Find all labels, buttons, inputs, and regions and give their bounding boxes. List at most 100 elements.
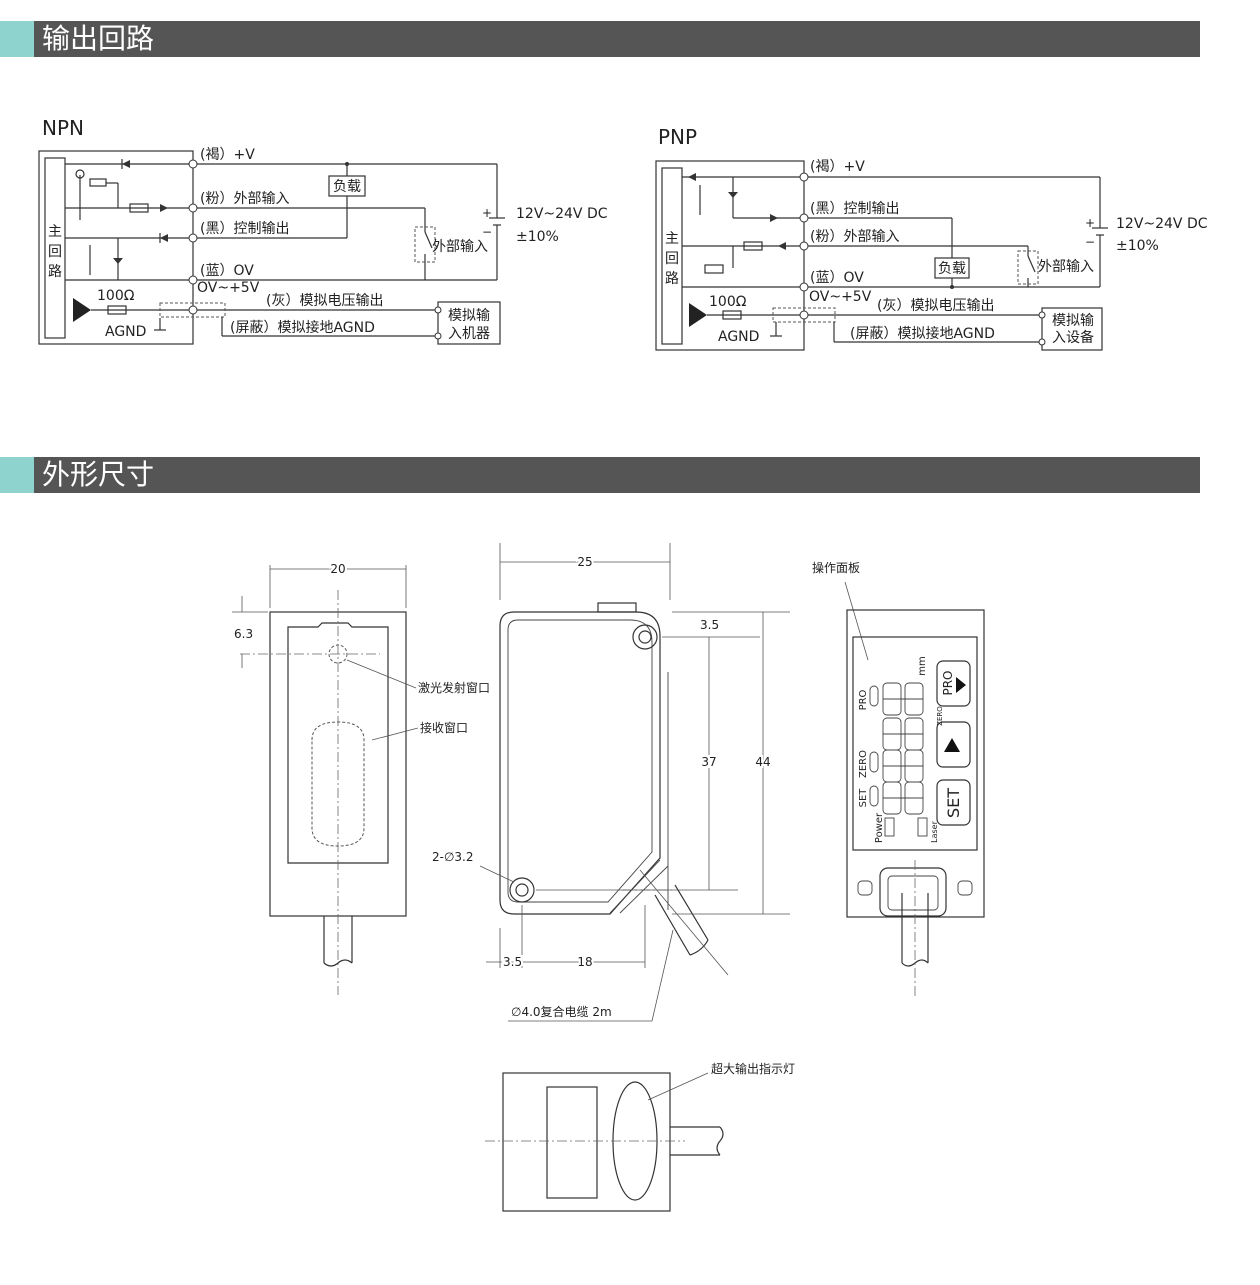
side-hole-left-dim: 3.5: [503, 955, 522, 969]
zero-button[interactable]: [936, 721, 971, 768]
pnp-title: PNP: [658, 125, 697, 149]
pnp-wire-shield: (屏蔽）模拟接地AGND: [850, 325, 995, 342]
npn-agnd: AGND: [105, 324, 146, 340]
front-view: 20 6.3 激光发射窗口 接收窗口: [232, 560, 490, 995]
npn-diode-icon: [122, 160, 130, 168]
pnp-analog-device-1: 模拟输: [1052, 313, 1094, 329]
side-hole-spacing-dim: 37: [701, 755, 716, 769]
pnp-agnd: AGND: [718, 329, 759, 345]
npn-main-label-1: 主: [48, 224, 62, 240]
pro-button-label: PRO: [941, 670, 955, 695]
pnp-main-block: [661, 167, 683, 345]
pnp-sensor-box: [655, 160, 805, 351]
bottom-view: 超大输出指示灯: [485, 1061, 795, 1212]
led-pro-label: PRO: [858, 689, 869, 710]
pnp-analog-range: OV~+5V: [809, 289, 872, 305]
play-icon: [956, 677, 966, 693]
pnp-main-label-2: 回: [665, 251, 679, 267]
side-height-dim: 44: [755, 755, 770, 769]
pnp-wire-analog: (灰）模拟电压输出: [877, 298, 994, 314]
npn-wire-analog: (灰）模拟电压输出: [266, 293, 383, 309]
receive-window-icon: [311, 721, 365, 847]
section-banner-dimensions: 外形尺寸: [0, 457, 1200, 493]
pnp-amplifier-icon: [689, 303, 707, 327]
npn-wire-vplus: (褐）+V: [200, 147, 255, 163]
npn-analog-device: [437, 301, 501, 345]
npn-circuit: NPN 主 回 路 (褐）+V (粉）外部输入 (黑）控制输出: [38, 116, 608, 345]
npn-plus: +: [482, 206, 492, 220]
pnp-wire-vplus: (褐）+V: [810, 159, 865, 175]
bottom-window: [546, 1086, 598, 1199]
mount-hole-icon: [632, 624, 658, 650]
npn-wire-ext-input: (粉）外部输入: [200, 191, 289, 207]
pnp-circuit: PNP 主 回 路 (褐）+V (黑）控制输出 负载 (粉）外部输入: [655, 125, 1208, 351]
npn-main-block: [44, 157, 66, 339]
panel-digits: [882, 682, 924, 815]
set-button-label: SET: [944, 788, 963, 818]
npn-title: NPN: [42, 116, 84, 140]
pnp-wire-ext-input: (粉）外部输入: [810, 229, 899, 245]
laser-window-label: 激光发射窗口: [418, 680, 490, 695]
led-power-label: Power: [874, 812, 885, 843]
npn-load-label: 负载: [333, 179, 361, 195]
side-hole-spacing-h-dim: 18: [577, 955, 592, 969]
npn-analog-device-2: 入机器: [448, 326, 490, 342]
side-holes-label: 2-∅3.2: [432, 850, 474, 864]
indicator-label: 超大输出指示灯: [711, 1061, 795, 1076]
led-laser-label: Laser: [930, 820, 939, 842]
side-view: 25 3.5 37 44 2-∅3.2 3.5 18 ∅4.0复合电缆 2m: [432, 543, 790, 1022]
panel-label: 操作面板: [812, 560, 860, 575]
pnp-analog-device: [1041, 307, 1103, 351]
npn-amplifier-icon: [73, 298, 91, 322]
zero-button-label: ZERO: [936, 706, 944, 726]
banner-accent: [0, 457, 34, 493]
bottom-body: [502, 1072, 671, 1212]
npn-analog-device-1: 模拟输: [448, 308, 490, 324]
pnp-plus: +: [1085, 216, 1095, 230]
npn-wire-shield: (屏蔽）模拟接地AGND: [230, 319, 375, 336]
npn-tolerance: ±10%: [516, 229, 559, 245]
npn-main-label-2: 回: [48, 244, 62, 260]
pnp-wire-ov: (蓝）OV: [810, 270, 864, 286]
led-set-label: SET: [858, 788, 869, 808]
npn-sensor-box: [38, 150, 194, 345]
mount-hole-icon: [509, 877, 535, 903]
panel-body: [846, 609, 985, 918]
pnp-main-label-1: 主: [665, 231, 679, 247]
section-title: 外形尺寸: [42, 458, 155, 491]
pnp-resistor-value: 100Ω: [709, 294, 747, 310]
set-button[interactable]: [936, 779, 971, 826]
banner-accent: [0, 21, 34, 57]
npn-minus: −: [482, 225, 492, 239]
pnp-ext-switch-label: 外部输入: [1038, 259, 1094, 275]
pnp-tolerance: ±10%: [1116, 238, 1159, 254]
panel-unit: mm: [917, 656, 928, 675]
npn-resistor-value: 100Ω: [97, 288, 135, 304]
receive-window-label: 接收窗口: [420, 720, 468, 735]
pnp-load-label: 负载: [938, 261, 966, 277]
side-width-dim: 25: [577, 555, 592, 569]
npn-resistor-icon: [129, 203, 149, 213]
side-body: [499, 611, 661, 915]
pnp-wire-ctrl-out: (黑）控制输出: [810, 201, 899, 217]
npn-supply: 12V~24V DC: [516, 206, 608, 222]
pnp-analog-device-2: 入设备: [1052, 329, 1094, 346]
npn-main-label-3: 路: [48, 264, 62, 280]
npn-ext-switch-label: 外部输入: [432, 239, 488, 255]
front-width-dim: 20: [330, 562, 345, 576]
side-hole-offset-dim: 3.5: [700, 618, 719, 632]
npn-analog-range: OV~+5V: [197, 280, 260, 296]
panel-view: 操作面板 PRO ZERO SET mm Power Laser PRO ZER…: [812, 560, 985, 998]
section-banner-circuit: 输出回路: [0, 21, 1200, 57]
npn-wire-ov: (蓝）OV: [200, 263, 254, 279]
pro-button[interactable]: [936, 660, 971, 707]
cable-label: ∅4.0复合电缆 2m: [511, 1004, 612, 1019]
section-title: 输出回路: [42, 22, 155, 55]
front-offset-dim: 6.3: [234, 627, 253, 641]
led-zero-label: ZERO: [858, 750, 869, 778]
panel-display: [852, 636, 978, 851]
pnp-supply: 12V~24V DC: [1116, 216, 1208, 232]
npn-wire-ctrl-out: (黑）控制输出: [200, 221, 289, 237]
pnp-minus: −: [1085, 235, 1095, 249]
